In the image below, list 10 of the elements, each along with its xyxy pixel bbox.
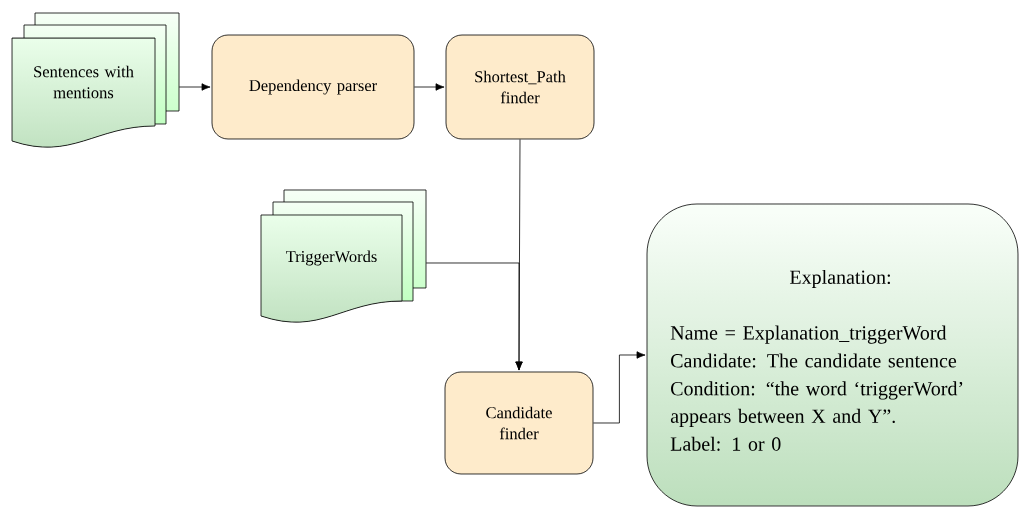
process-box: Dependency parser — [211, 34, 415, 140]
arrow — [414, 83, 445, 91]
process-box: Shortest_Path finder — [445, 34, 595, 140]
document-stack: TriggerWords — [260, 189, 427, 323]
process-box: Candidate finder — [444, 371, 594, 475]
arrow — [425, 262, 523, 371]
document-stack: Sentences with mentions — [11, 12, 180, 148]
arrow — [593, 351, 646, 424]
arrow — [178, 83, 211, 91]
explanation-box: Explanation: Name = Explanation_triggerWord Candidate: The candidate sentence Condition: “the word ‘triggerWord’ appears between X and Y”. Label: 1 or 0 — [646, 203, 1019, 507]
